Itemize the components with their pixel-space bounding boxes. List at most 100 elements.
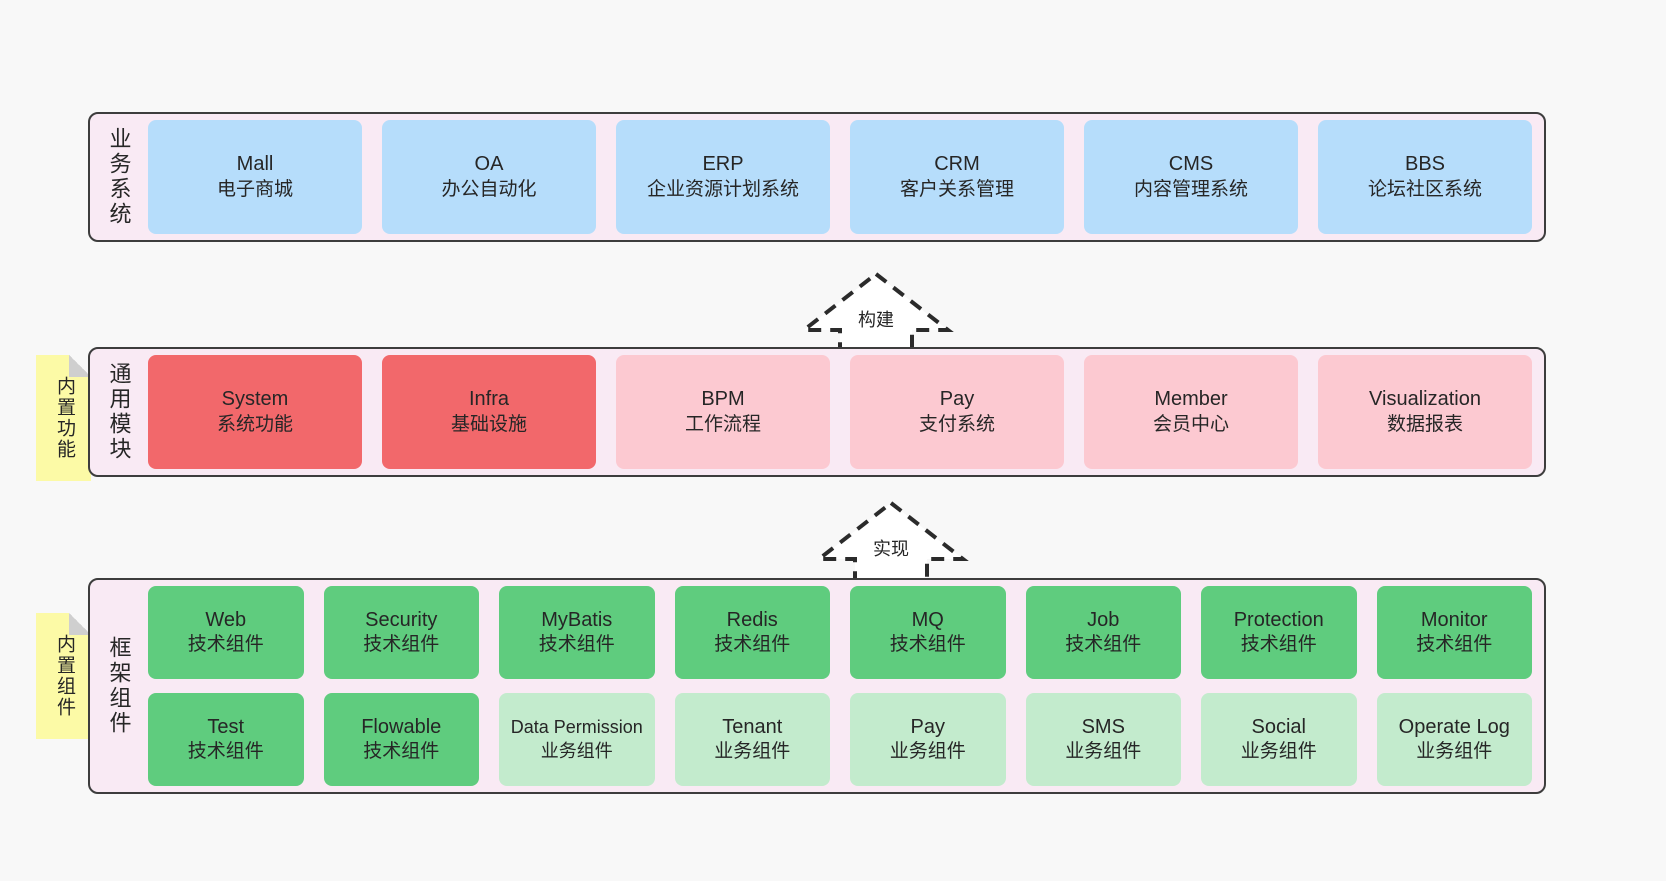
card-title-en: Protection <box>1233 608 1324 631</box>
card-title-cn: 数据报表 <box>1386 413 1463 435</box>
card-title-en: Pay <box>910 715 945 738</box>
card-title-en: BBS <box>1404 153 1446 176</box>
card-title-en: Visualization <box>1369 388 1481 411</box>
card-title-en: Pay <box>939 388 975 411</box>
card-web[interactable]: Web 技术组件 <box>148 586 304 679</box>
card-title-cn: 技术组件 <box>187 634 264 656</box>
card-data-permission[interactable]: Data Permission 业务组件 <box>499 693 655 786</box>
note-builtin-function: 内置功能 <box>36 355 91 481</box>
note-label: 内置功能 <box>53 376 75 460</box>
card-title-en: MQ <box>911 608 944 631</box>
card-title-en: MyBatis <box>541 608 613 631</box>
card-title-en: Job <box>1087 608 1120 631</box>
card-title-en: CRM <box>934 153 980 176</box>
card-title-cn: 技术组件 <box>889 634 966 656</box>
layer-body-common-module: System 系统功能 Infra 基础设施 BPM 工作流程 Pay 支付系统… <box>142 355 1538 469</box>
arrow-build-label: 构建 <box>858 310 894 330</box>
card-title-cn: 支付系统 <box>918 413 995 435</box>
arrow-build: 构建 <box>798 268 954 368</box>
card-title-cn: 技术组件 <box>1240 634 1317 656</box>
card-system[interactable]: System 系统功能 <box>148 355 362 469</box>
card-title-en: ERP <box>702 153 744 176</box>
card-title-cn: 企业资源计划系统 <box>646 178 799 200</box>
card-operate-log[interactable]: Operate Log 业务组件 <box>1376 693 1532 786</box>
card-visualization[interactable]: Visualization 数据报表 <box>1318 355 1532 469</box>
card-title-en: SMS <box>1081 715 1125 738</box>
layer-title-common-module: 通用模块 <box>106 362 132 462</box>
card-title-en: Member <box>1154 388 1228 411</box>
card-title-cn: 业务组件 <box>714 741 791 763</box>
card-row: Mall 电子商城 OA 办公自动化 ERP 企业资源计划系统 CRM 客户关系… <box>148 120 1532 234</box>
card-erp[interactable]: ERP 企业资源计划系统 <box>616 120 830 234</box>
card-sms[interactable]: SMS 业务组件 <box>1025 693 1181 786</box>
card-monitor[interactable]: Monitor 技术组件 <box>1376 586 1532 679</box>
card-pay[interactable]: Pay 支付系统 <box>850 355 1064 469</box>
card-test[interactable]: Test 技术组件 <box>148 693 304 786</box>
card-protection[interactable]: Protection 技术组件 <box>1201 586 1357 679</box>
card-title-cn: 技术组件 <box>187 741 264 763</box>
card-title-en: System <box>221 388 289 411</box>
card-title-en: Redis <box>726 608 778 631</box>
card-title-cn: 系统功能 <box>216 413 293 435</box>
card-flowable[interactable]: Flowable 技术组件 <box>323 693 479 786</box>
card-title-cn: 业务组件 <box>1416 741 1493 763</box>
card-title-en: BPM <box>701 388 745 411</box>
arrow-implement: 实现 <box>813 497 969 597</box>
card-mybatis[interactable]: MyBatis 技术组件 <box>499 586 655 679</box>
card-title-cn: 业务组件 <box>889 741 966 763</box>
layer-title-business-system: 业务系统 <box>106 127 132 227</box>
card-title-en: Operate Log <box>1398 715 1510 738</box>
card-pay-business[interactable]: Pay 业务组件 <box>850 693 1006 786</box>
card-bpm[interactable]: BPM 工作流程 <box>616 355 830 469</box>
note-label: 内置组件 <box>53 634 75 718</box>
card-mall[interactable]: Mall 电子商城 <box>148 120 362 234</box>
card-title-cn: 技术组件 <box>1416 634 1493 656</box>
card-cms[interactable]: CMS 内容管理系统 <box>1084 120 1298 234</box>
card-title-cn: 技术组件 <box>538 634 615 656</box>
layer-title-framework-component: 框架组件 <box>106 636 132 736</box>
card-title-en: Security <box>365 608 438 631</box>
card-title-cn: 技术组件 <box>363 741 440 763</box>
card-title-en: Test <box>207 715 245 738</box>
card-row: Web 技术组件 Security 技术组件 MyBatis 技术组件 Redi… <box>148 586 1532 679</box>
card-crm[interactable]: CRM 客户关系管理 <box>850 120 1064 234</box>
card-title-en: Mall <box>236 153 274 176</box>
card-job[interactable]: Job 技术组件 <box>1025 586 1181 679</box>
card-bbs[interactable]: BBS 论坛社区系统 <box>1318 120 1532 234</box>
layer-business-system: 业务系统 Mall 电子商城 OA 办公自动化 ERP 企业资源计划系统 CRM… <box>88 112 1546 242</box>
card-title-cn: 业务组件 <box>1240 741 1317 763</box>
card-title-en: Monitor <box>1420 608 1488 631</box>
card-title-cn: 内容管理系统 <box>1133 178 1248 200</box>
note-builtin-component: 内置组件 <box>36 613 91 739</box>
card-security[interactable]: Security 技术组件 <box>323 586 479 679</box>
card-row: Test 技术组件 Flowable 技术组件 Data Permission … <box>148 693 1532 786</box>
card-redis[interactable]: Redis 技术组件 <box>674 586 830 679</box>
layer-common-module: 通用模块 System 系统功能 Infra 基础设施 BPM 工作流程 Pay… <box>88 347 1546 477</box>
card-title-cn: 技术组件 <box>714 634 791 656</box>
card-social[interactable]: Social 业务组件 <box>1201 693 1357 786</box>
card-title-cn: 论坛社区系统 <box>1367 178 1482 200</box>
layer-framework-component: 框架组件 Web 技术组件 Security 技术组件 MyBatis 技术组件… <box>88 578 1546 794</box>
card-title-en: Web <box>205 608 247 631</box>
layer-body-framework-component: Web 技术组件 Security 技术组件 MyBatis 技术组件 Redi… <box>142 586 1538 786</box>
card-title-en: Flowable <box>361 715 442 738</box>
arrow-implement-label: 实现 <box>873 539 909 559</box>
card-title-en: Data Permission <box>510 717 643 738</box>
card-title-en: Infra <box>468 388 510 411</box>
card-title-cn: 基础设施 <box>450 413 527 435</box>
card-mq[interactable]: MQ 技术组件 <box>850 586 1006 679</box>
card-title-en: Social <box>1251 715 1306 738</box>
card-title-cn: 技术组件 <box>1065 634 1142 656</box>
card-title-cn: 会员中心 <box>1152 413 1229 435</box>
card-title-cn: 业务组件 <box>540 740 613 761</box>
card-title-cn: 客户关系管理 <box>899 178 1014 200</box>
card-title-cn: 电子商城 <box>216 178 293 200</box>
card-infra[interactable]: Infra 基础设施 <box>382 355 596 469</box>
card-title-en: CMS <box>1168 153 1214 176</box>
card-tenant[interactable]: Tenant 业务组件 <box>674 693 830 786</box>
card-title-cn: 办公自动化 <box>441 178 537 200</box>
card-member[interactable]: Member 会员中心 <box>1084 355 1298 469</box>
card-title-cn: 业务组件 <box>1065 741 1142 763</box>
card-oa[interactable]: OA 办公自动化 <box>382 120 596 234</box>
